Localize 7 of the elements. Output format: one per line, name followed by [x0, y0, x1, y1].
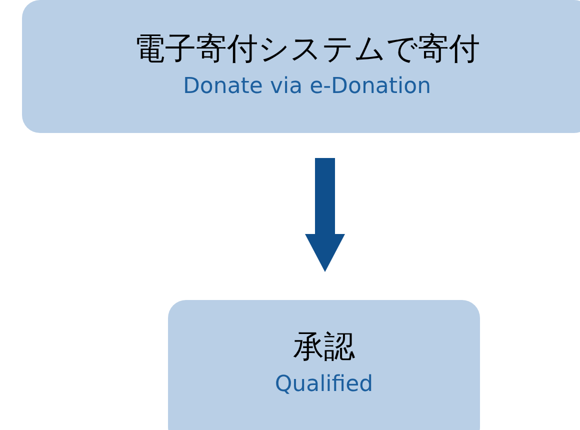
node-subtitle: Donate via e-Donation: [182, 72, 432, 100]
process-box: [22, 0, 580, 133]
arrow: [305, 158, 345, 272]
node-title: 電子寄付システムで寄付: [134, 30, 480, 69]
process-box: [168, 300, 480, 430]
node-title: 承認: [293, 328, 355, 367]
node-subtitle: Qualified: [274, 370, 374, 398]
